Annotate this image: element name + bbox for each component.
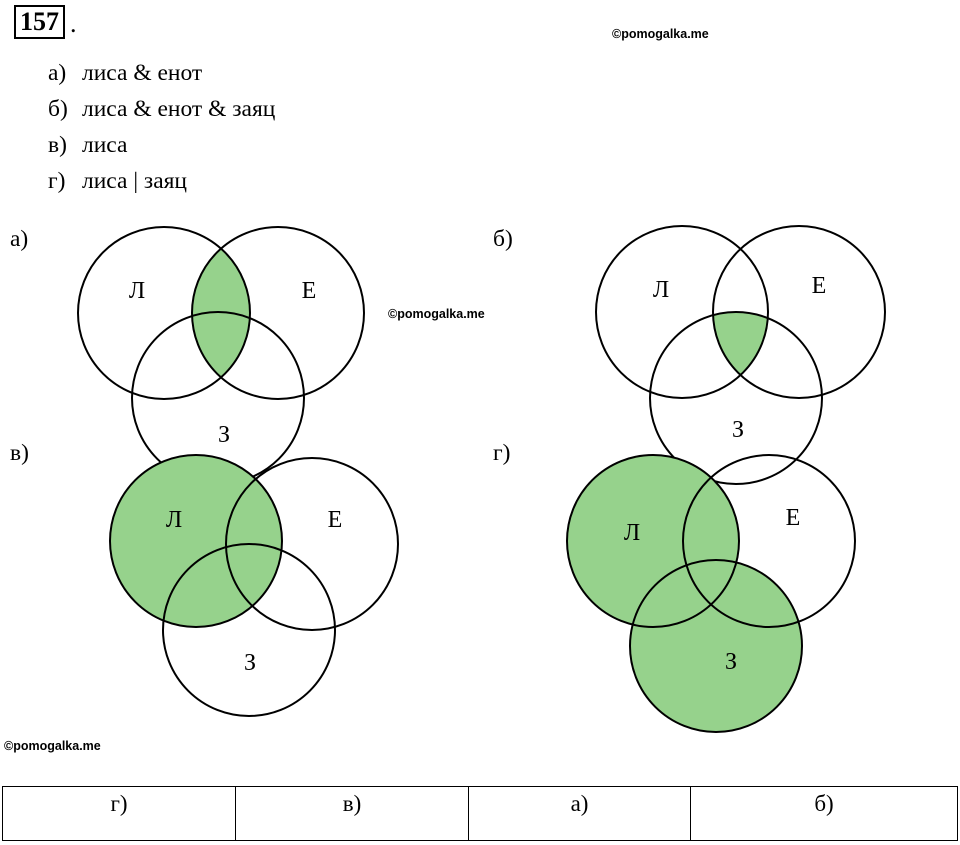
answer-table: г) в) а) б) bbox=[2, 786, 958, 841]
expression-v-text: лиса bbox=[82, 132, 128, 158]
answer-cell-2: в) bbox=[235, 786, 469, 841]
venn-diagram-a: Л Е З bbox=[77, 226, 365, 485]
answer-cell-3: а) bbox=[468, 786, 691, 841]
expression-v: в) лиса bbox=[48, 132, 127, 159]
circle-raccoon bbox=[682, 454, 856, 628]
circle-label-hare: З bbox=[725, 649, 737, 675]
circle-hare bbox=[629, 559, 803, 733]
circle-fox bbox=[595, 225, 769, 399]
venn-diagram-g: Л Е З bbox=[566, 454, 856, 733]
expression-a: а) лиса & енот bbox=[48, 60, 202, 87]
circle-fox bbox=[566, 454, 740, 628]
circle-label-raccoon: Е bbox=[302, 278, 317, 304]
expression-b-text: лиса & енот & заяц bbox=[82, 96, 276, 122]
venn-diagram-b: Л Е З bbox=[595, 225, 886, 485]
answer-cell-1: г) bbox=[2, 786, 236, 841]
watermark-bottom: ©pomogalka.me bbox=[4, 739, 101, 753]
venn-diagrams: Л Е З Л Е З Л Е З Л Е З bbox=[77, 225, 886, 733]
expression-b: б) лиса & енот & заяц bbox=[48, 96, 275, 123]
circle-label-raccoon: Е bbox=[812, 273, 827, 299]
expression-g-text: лиса | заяц bbox=[82, 168, 188, 194]
venn-diagram-v: Л Е З bbox=[109, 454, 399, 717]
diagram-label-a: а) bbox=[10, 226, 29, 252]
circle-label-raccoon: Е bbox=[786, 505, 801, 531]
watermark-middle: ©pomogalka.me bbox=[388, 307, 485, 321]
expression-b-letter: б) bbox=[48, 96, 68, 122]
circle-raccoon bbox=[225, 457, 399, 631]
watermark-top: ©pomogalka.me bbox=[612, 27, 709, 41]
expression-a-text: лиса & енот bbox=[82, 60, 203, 86]
diagram-label-v: в) bbox=[10, 440, 29, 466]
circle-label-fox: Л bbox=[129, 278, 145, 304]
circle-raccoon bbox=[712, 225, 886, 399]
diagram-label-b: б) bbox=[493, 226, 513, 252]
expression-g-letter: г) bbox=[48, 168, 66, 194]
expression-g: г) лиса | заяц bbox=[48, 168, 187, 195]
circle-label-hare: З bbox=[244, 650, 256, 676]
circle-fox bbox=[77, 226, 251, 400]
circle-raccoon bbox=[191, 226, 365, 400]
circle-hare bbox=[649, 311, 823, 485]
answer-table-row: г) в) а) б) bbox=[2, 786, 958, 841]
expression-v-letter: в) bbox=[48, 132, 67, 158]
circle-label-fox: Л bbox=[166, 507, 182, 533]
answer-cell-4: б) bbox=[690, 786, 958, 841]
diagram-label-g: г) bbox=[493, 440, 511, 466]
circle-label-hare: З bbox=[218, 422, 230, 448]
circle-fox bbox=[109, 454, 283, 628]
expression-a-letter: а) bbox=[48, 60, 67, 86]
task-number-dot: . bbox=[70, 9, 77, 38]
circle-label-hare: З bbox=[732, 417, 744, 443]
region-fox-and-raccoon bbox=[192, 227, 250, 399]
circle-hare bbox=[162, 543, 336, 717]
circle-label-raccoon: Е bbox=[328, 507, 343, 533]
region-hare bbox=[630, 560, 802, 732]
task-number: 157 bbox=[14, 5, 65, 39]
circle-label-fox: Л bbox=[653, 277, 669, 303]
circle-label-fox: Л bbox=[624, 520, 640, 546]
